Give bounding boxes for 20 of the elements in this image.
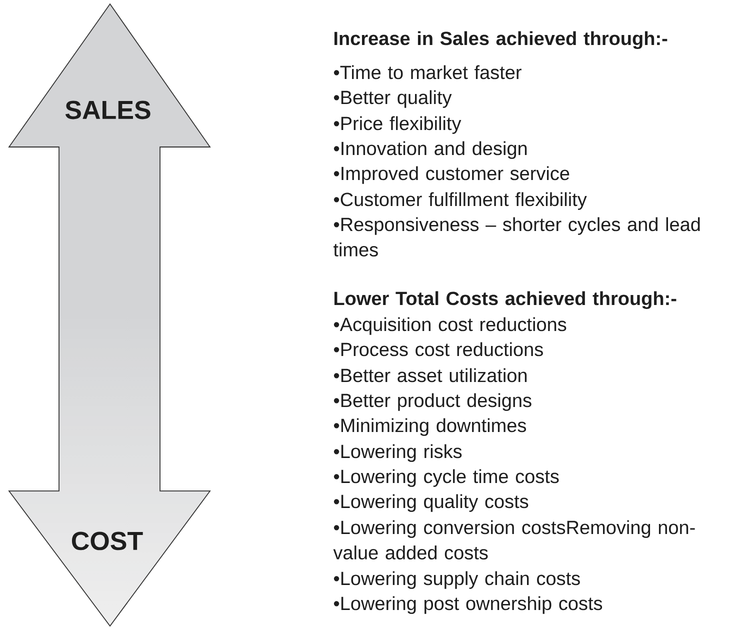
list-item: •Better asset utilization [334, 368, 527, 382]
list-item: •Lowering conversion costsRemoving non-value added costs [333, 520, 695, 560]
list-item: •Lowering risks [334, 444, 462, 462]
list-item: •Innovation and design [334, 141, 527, 159]
list-item: •Better quality [334, 90, 452, 108]
list-item: •Lowering quality costs [334, 494, 528, 512]
list-item: •Lowering supply chain costs [334, 571, 580, 589]
list-item: •Time to market faster [334, 65, 522, 80]
list-item: •Lowering post ownership costs [334, 596, 602, 614]
list-item: •Process cost reductions [334, 342, 543, 356]
list-item: •Price flexibility [334, 116, 462, 134]
list-item: •Improved customer service [334, 166, 570, 184]
list-item: •Customer fulfillment flexibility [334, 192, 587, 210]
list-item: •Minimizing downtimes [334, 418, 526, 436]
list-item: •Better product designs [334, 393, 532, 411]
list-item: •Acquisition cost reductions [334, 317, 566, 335]
list-item: •Responsiveness – shorter cycles and lead times [334, 217, 700, 256]
heading: Lower Total Costs achieved through:- [334, 291, 676, 310]
heading: Increase in Sales achieved through:- [334, 31, 668, 50]
list-item: •Lowering cycle time costs [334, 469, 559, 487]
